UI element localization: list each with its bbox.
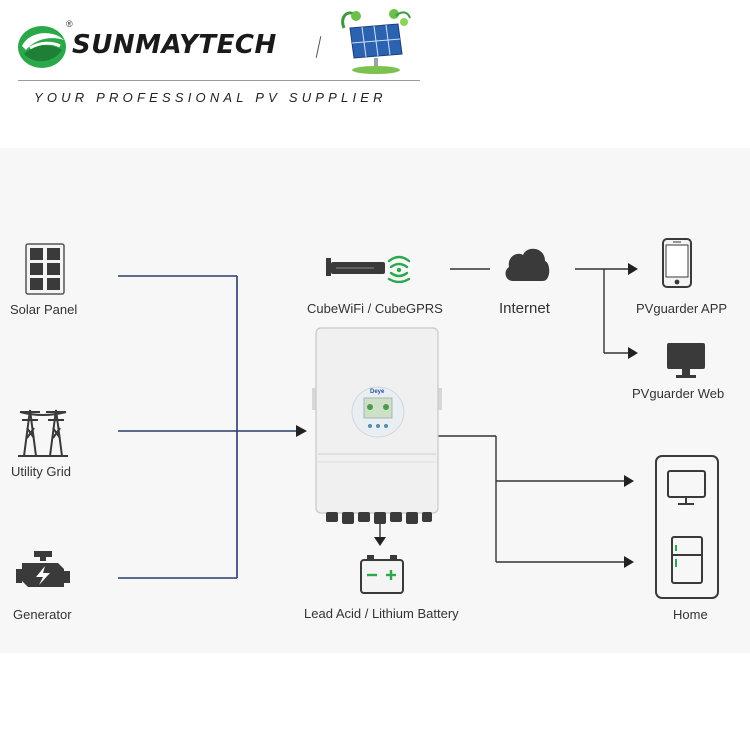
wifi-module-label: CubeWiFi / CubeGPRS	[307, 301, 443, 316]
cloud-icon	[505, 248, 550, 281]
battery-icon	[360, 555, 404, 594]
battery-label: Lead Acid / Lithium Battery	[304, 606, 459, 621]
wifi-stick-icon	[326, 258, 385, 276]
solar-panel-illustration-icon	[341, 9, 411, 74]
utility-grid-icon	[18, 409, 68, 457]
solar-panel-label: Solar Panel	[10, 302, 78, 317]
app-label: PVguarder APP	[636, 301, 728, 316]
tagline: YOUR PROFESSIONAL PV SUPPLIER	[34, 90, 387, 105]
web-arrow	[628, 347, 638, 359]
internet-label: Internet	[499, 300, 550, 317]
desktop-monitor-icon	[667, 343, 705, 378]
solar-panel-icon	[25, 243, 65, 295]
battery-arrow	[374, 537, 386, 546]
header: ® SUNMAYTECH YOUR PROFESSIONAL PV SUPPLI…	[0, 0, 750, 148]
phone-icon	[662, 238, 692, 288]
home-icon	[655, 455, 719, 599]
web-label: PVguarder Web	[632, 386, 725, 401]
registered-mark: ®	[66, 19, 73, 29]
generator-icon	[16, 551, 70, 587]
sunmaytech-logo-icon	[18, 26, 66, 68]
home-upper-arrow	[624, 475, 634, 487]
source-bus-lines	[118, 275, 300, 579]
utility-grid-label: Utility Grid	[11, 464, 71, 479]
home-label: Home	[673, 607, 708, 622]
hybrid-inverter-icon	[312, 327, 442, 524]
inverter-display-brand: Deye	[370, 389, 385, 395]
inverter-input-arrow	[296, 425, 307, 437]
footer	[0, 653, 750, 750]
generator-label: Generator	[13, 607, 72, 622]
wifi-signal-icon	[387, 255, 411, 283]
header-rule	[18, 80, 420, 81]
home-lower-arrow	[624, 556, 634, 568]
brand-name: SUNMAYTECH	[72, 30, 277, 60]
app-arrow	[628, 263, 638, 275]
